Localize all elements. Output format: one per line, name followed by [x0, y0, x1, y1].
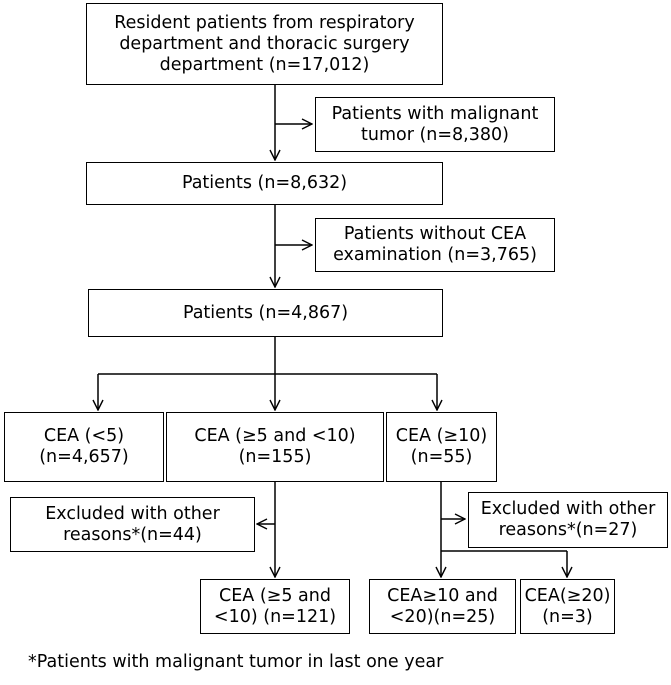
box-cea-lt5: CEA (<5) (n=4,657)	[4, 412, 164, 482]
box-excluded-right: Excluded with other reasons*(n=27)	[468, 492, 668, 548]
box-resident-patients: Resident patients from respiratory depar…	[86, 3, 443, 85]
box-patients-4867: Patients (n=4,867)	[88, 289, 443, 337]
box-cea-10-20: CEA≥10 and <20)(n=25)	[369, 579, 516, 634]
box-patients-8632: Patients (n=8,632)	[86, 162, 443, 205]
footnote: *Patients with malignant tumor in last o…	[28, 652, 444, 672]
box-no-cea-exam: Patients without CEA examination (n=3,76…	[315, 218, 555, 272]
box-cea-5-10-final: CEA (≥5 and <10) (n=121)	[200, 579, 350, 634]
box-malignant-tumor: Patients with malignant tumor (n=8,380)	[315, 97, 555, 152]
box-cea-5-10: CEA (≥5 and <10) (n=155)	[166, 412, 384, 482]
box-excluded-left: Excluded with other reasons*(n=44)	[10, 497, 255, 552]
box-cea-ge20: CEA(≥20) (n=3)	[520, 579, 615, 634]
box-cea-ge10: CEA (≥10) (n=55)	[386, 412, 497, 482]
